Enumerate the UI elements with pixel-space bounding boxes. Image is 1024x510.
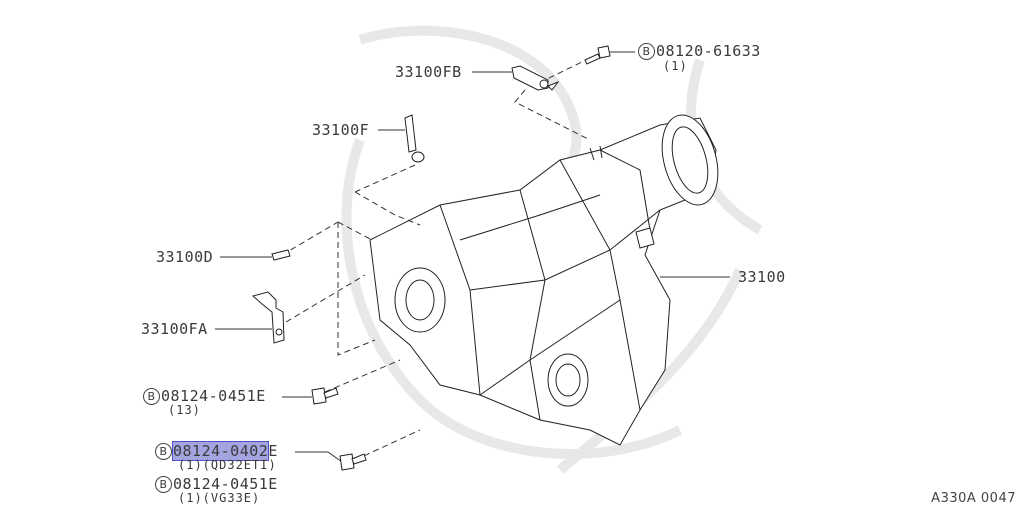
quantity-label: (1)(VG33E) — [178, 491, 261, 505]
callout-33100f[interactable]: 33100F — [312, 121, 370, 139]
quantity-label: (1) — [663, 59, 688, 73]
callout-33100[interactable]: 33100 — [738, 268, 786, 286]
callout-33100d[interactable]: 33100D — [156, 248, 214, 266]
part-number: 08124-0451E — [173, 475, 278, 493]
small-parts — [251, 45, 611, 471]
callout-33100fb[interactable]: 33100FB — [395, 63, 462, 81]
leader-lines — [215, 51, 730, 463]
part-number: 08120-61633 — [656, 42, 761, 60]
quantity-label: (13) — [168, 403, 201, 417]
b-marker-icon: B — [155, 443, 172, 460]
b-marker-icon: B — [155, 476, 172, 493]
quantity-label: (1)(QD32ETI) — [178, 458, 277, 472]
b-marker-icon: B — [143, 388, 160, 405]
highlighted-part-number: 08124-0402 — [171, 441, 270, 461]
assembly-guides — [281, 57, 591, 461]
bolt-top-shank — [584, 53, 601, 65]
b-marker-icon: B — [638, 43, 655, 60]
diagram-reference-code: A330A 0047 — [931, 491, 1016, 506]
transfer-case-housing — [369, 114, 719, 446]
part-number: 08124-0451E — [161, 387, 266, 405]
part-number-suffix: E — [268, 442, 278, 460]
callout-33100fa[interactable]: 33100FA — [141, 320, 208, 338]
bolt-top-head — [597, 45, 611, 59]
